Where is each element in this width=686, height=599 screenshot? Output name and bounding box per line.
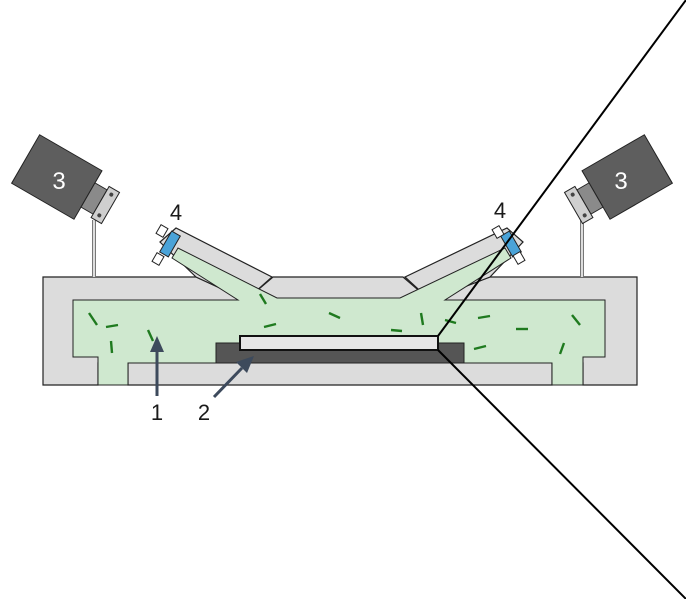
right-camera-screw: [582, 213, 587, 218]
fluid-label: 1: [151, 400, 163, 425]
particles: [88, 293, 581, 355]
zoom-line-bottom: [437, 349, 686, 599]
left-camera-screw: [109, 192, 114, 197]
particle: [477, 314, 491, 320]
particle: [444, 318, 457, 325]
left-window: [151, 223, 182, 267]
right-camera-label: 3: [614, 168, 627, 195]
fluid-arrow: [150, 336, 164, 396]
plate-arrow-head: [236, 356, 254, 373]
plate-arrow: [212, 356, 254, 399]
camera-icon: [563, 134, 674, 225]
right-window-clamp-top: [491, 224, 505, 240]
particle: [390, 328, 403, 333]
particle: [258, 293, 268, 305]
particle: [109, 340, 114, 354]
left-window-clamp-bottom: [151, 251, 165, 267]
left-window-label: 4: [170, 200, 182, 225]
particle: [263, 322, 277, 329]
arrow-icon: [212, 366, 244, 399]
left-camera-label: 3: [52, 168, 65, 195]
right-window: [491, 224, 526, 266]
particle: [558, 342, 566, 355]
particle: [328, 311, 341, 320]
zoom-line-top: [437, 0, 686, 337]
left-camera-screw: [97, 213, 102, 218]
particle: [146, 329, 155, 342]
left-camera: 3: [10, 134, 121, 277]
right-window-label: 4: [494, 198, 506, 223]
plate-top: [239, 335, 439, 351]
right-window-clamp-bottom: [512, 250, 526, 266]
fluid-arrow-head: [150, 336, 164, 352]
right-camera-screw: [570, 192, 575, 197]
particle: [473, 344, 487, 351]
left-window-glass: [158, 230, 182, 258]
left-window-clamp-top: [155, 223, 169, 239]
particle: [105, 323, 119, 329]
particle: [88, 312, 98, 326]
right-camera: 3: [563, 134, 674, 277]
camera-icon: [10, 134, 121, 225]
particle: [419, 312, 425, 326]
particle: [571, 314, 581, 326]
plate-label: 2: [198, 400, 210, 425]
